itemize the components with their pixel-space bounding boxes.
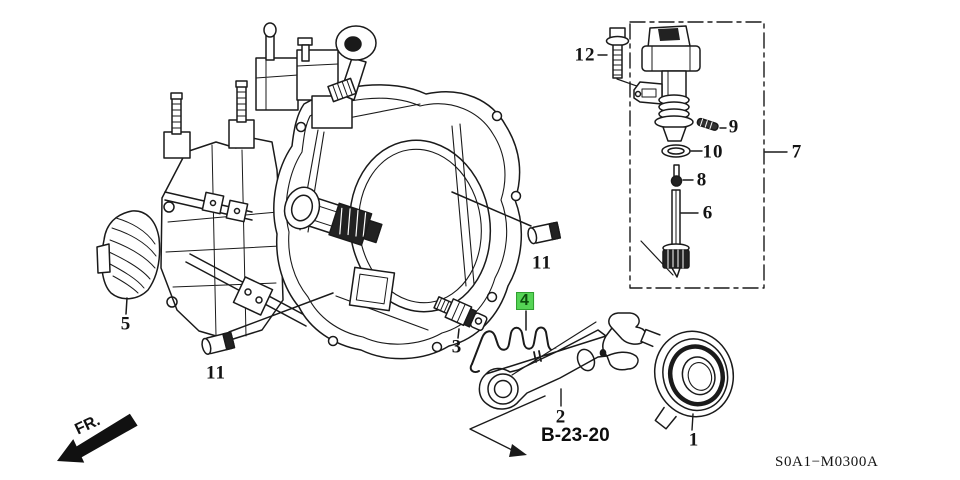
part-6-speedometer-gear [662, 189, 699, 278]
shift-cover-blocks [255, 22, 353, 129]
callout-9[interactable]: 9 [728, 116, 740, 138]
part-1-release-bearing [640, 328, 735, 431]
part-5-mount-rubber [96, 210, 161, 315]
transmission-housing-drawing [160, 22, 523, 360]
callout-12[interactable]: 12 [574, 44, 596, 66]
part-4-fork-spring [469, 310, 557, 374]
callout-2[interactable]: 2 [555, 406, 567, 428]
callout-4[interactable]: 4 [516, 292, 534, 310]
callout-11[interactable]: 11 [532, 252, 552, 274]
callout-8[interactable]: 8 [696, 169, 708, 191]
part-12-bolt [597, 27, 630, 79]
diagram-code: S0A1−M0300A [775, 454, 879, 470]
part-2-release-fork [478, 312, 648, 410]
mount-bracket [327, 25, 377, 103]
part-11-dowel-pin-left [201, 292, 334, 355]
housing-studs [163, 80, 255, 159]
callout-7[interactable]: 7 [791, 141, 803, 163]
callout-11[interactable]: 11 [206, 362, 226, 384]
front-direction-arrow: FR. [57, 412, 138, 463]
reference-pointer [469, 395, 546, 457]
speed-sensor-body [633, 25, 701, 142]
callout-3[interactable]: 3 [451, 336, 463, 358]
part-8-joint [670, 164, 694, 187]
part-11-dowel-pin-right [451, 191, 562, 245]
callout-10[interactable]: 10 [702, 141, 724, 163]
part-3-switch [433, 296, 488, 339]
part-10-oring [661, 144, 703, 158]
part-9-spring-pin [696, 117, 727, 131]
callout-5[interactable]: 5 [120, 313, 132, 335]
input-shaft [283, 186, 383, 246]
callout-1[interactable]: 1 [688, 429, 700, 451]
callout-6[interactable]: 6 [702, 202, 714, 224]
diagram-reference-link[interactable]: B-23-20 [541, 425, 610, 446]
